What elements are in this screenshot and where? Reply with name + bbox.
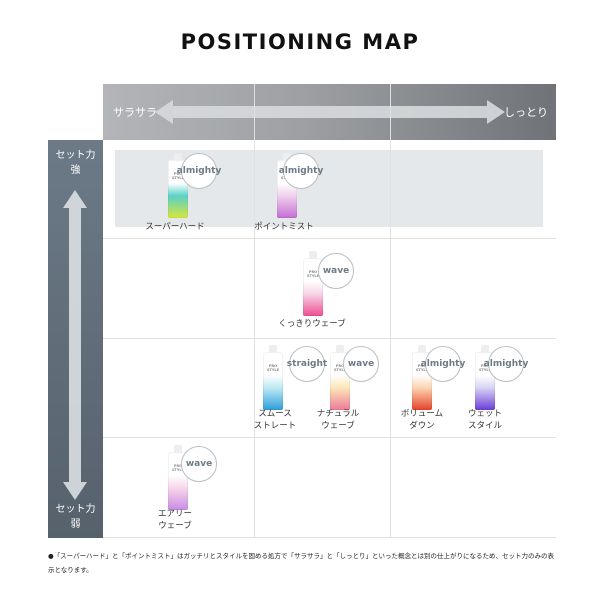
product-badge-label: straight xyxy=(286,359,328,369)
grid-line xyxy=(103,437,556,438)
product-badge: almighty xyxy=(177,153,221,189)
can-logo-text: PRO STYLE xyxy=(266,364,280,372)
product-name: ウェット スタイル xyxy=(467,409,502,431)
grid-line xyxy=(254,84,255,538)
product-badge-label: wave xyxy=(322,266,350,276)
footnote: ●「スーパーハード」と「ポイントミスト」はガッチリとスタイルを固める処方で「サラ… xyxy=(48,552,554,574)
product-name: くっきりウェーブ xyxy=(278,319,346,329)
can-logo-text: PRO STYLE xyxy=(478,364,492,372)
can-logo-text: PRO STYLE xyxy=(415,364,429,372)
x-axis-bar: サラサラ しっとり xyxy=(103,84,556,140)
product-badge: wave xyxy=(343,346,379,382)
y-axis-top-label-2: 強 xyxy=(70,165,81,176)
product-can: PRO STYLE xyxy=(263,345,283,410)
x-axis-right-label: しっとり xyxy=(504,106,548,119)
product-badge-label: almighty xyxy=(483,359,529,369)
product-badge-label: almighty xyxy=(176,166,222,176)
y-axis-top-label-1: セット力 xyxy=(55,150,96,161)
grid-line xyxy=(390,84,391,538)
can-logo-text: PRO STYLE xyxy=(171,172,185,180)
can-logo-text: PRO STYLE xyxy=(333,364,347,372)
product-name: エアリー ウェーブ xyxy=(157,509,192,531)
product-badge-label: almighty xyxy=(420,359,466,369)
product-badge: wave xyxy=(318,253,354,289)
can-logo-text: PRO STYLE xyxy=(306,270,320,278)
product-badge-label: wave xyxy=(347,359,375,369)
product-badge: almighty xyxy=(421,346,465,382)
grid-line xyxy=(103,537,556,538)
product-name: ポイントミスト xyxy=(254,222,314,232)
can-logo-text: PRO STYLE xyxy=(171,464,185,472)
double-arrow-horizontal-icon xyxy=(155,100,505,124)
product-name: スーパーハード xyxy=(145,222,205,232)
product-badge: almighty xyxy=(484,346,528,382)
product-name: ボリューム ダウン xyxy=(400,409,444,431)
product-name: ナチュラル ウェーブ xyxy=(316,409,360,431)
y-axis-bottom-label-1: セット力 xyxy=(55,504,96,515)
product-badge: wave xyxy=(181,446,217,482)
grid-line xyxy=(103,238,556,239)
product-name: スムース ストレート xyxy=(253,409,297,431)
y-axis-bar: セット力 強 セット力 弱 xyxy=(48,140,103,538)
double-arrow-vertical-icon xyxy=(63,190,87,500)
x-axis-left-label: サラサラ xyxy=(113,106,157,119)
page-title: POSITIONING MAP xyxy=(180,30,420,54)
grid-line xyxy=(103,338,556,339)
product-badge: straight xyxy=(286,346,328,382)
product-badge-label: almighty xyxy=(278,166,324,176)
product-badge: almighty xyxy=(279,153,323,189)
y-axis-bottom-label-2: 弱 xyxy=(70,519,81,530)
product-badge-label: wave xyxy=(185,459,213,469)
